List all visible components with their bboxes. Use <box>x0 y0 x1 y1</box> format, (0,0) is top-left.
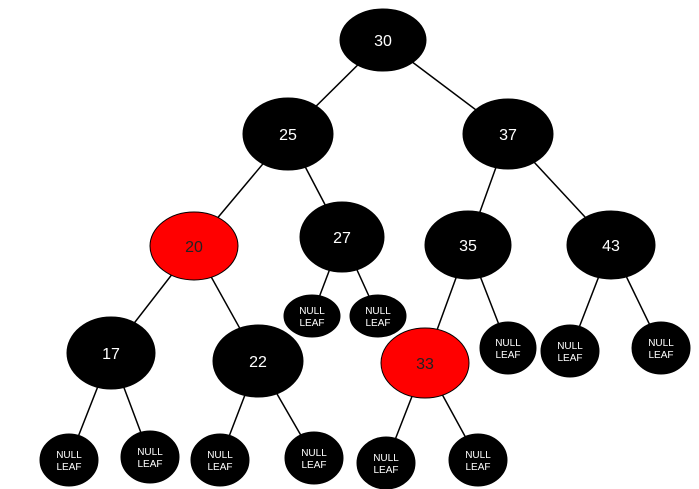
black-node-ellipse <box>566 210 656 280</box>
black-node-ellipse <box>424 210 512 280</box>
tree-node-33: 33 <box>380 327 470 399</box>
null-leaf-label: NULL <box>301 448 327 459</box>
black-node-ellipse <box>212 324 304 398</box>
tree-node-20: 20 <box>149 211 239 281</box>
null-leaf-label: NULL <box>648 338 674 349</box>
node-value-label: 27 <box>333 230 351 247</box>
red-node-ellipse <box>149 211 239 281</box>
tree-node-43: 43 <box>566 210 656 280</box>
node-value-label: 17 <box>102 346 120 363</box>
null-leaf-label: LEAF <box>465 462 490 473</box>
tree-node-37: 37 <box>462 98 554 170</box>
black-node-ellipse <box>540 324 600 378</box>
null-leaf-label: LEAF <box>207 462 232 473</box>
node-value-label: 37 <box>499 127 517 144</box>
tree-node-30: 30 <box>339 8 427 72</box>
node-value-label: 33 <box>416 356 434 373</box>
null-leaf-label: LEAF <box>373 465 398 476</box>
null-leaf-label: NULL <box>365 306 391 317</box>
node-value-label: 30 <box>374 33 392 50</box>
null-leaf-label: LEAF <box>299 318 324 329</box>
null-leaf-label: NULL <box>373 453 399 464</box>
null-leaf-label: LEAF <box>557 353 582 364</box>
null-leaf-label: NULL <box>207 450 233 461</box>
black-node-ellipse <box>284 431 344 485</box>
black-node-ellipse <box>299 201 385 273</box>
node-value-label: 35 <box>459 238 477 255</box>
tree-node-22: 22 <box>212 324 304 398</box>
null-leaf-label: LEAF <box>648 350 673 361</box>
null-leaf-label: LEAF <box>365 318 390 329</box>
null-leaf-label: LEAF <box>301 460 326 471</box>
null-leaf-label: NULL <box>137 447 163 458</box>
black-node-ellipse <box>349 294 407 338</box>
null-leaf-label: LEAF <box>137 459 162 470</box>
black-node-ellipse <box>356 436 416 489</box>
red-node-ellipse <box>380 327 470 399</box>
null-leaf-label: NULL <box>299 306 325 317</box>
node-value-label: 22 <box>249 354 267 371</box>
tree-node-35: 35 <box>424 210 512 280</box>
black-node-ellipse <box>479 321 537 375</box>
black-node-ellipse <box>242 97 334 171</box>
black-node-ellipse <box>339 8 427 72</box>
null-leaf-label: NULL <box>56 450 82 461</box>
black-node-ellipse <box>66 316 156 390</box>
node-value-label: 43 <box>602 238 620 255</box>
black-node-ellipse <box>39 433 99 487</box>
tree-node-17: 17 <box>66 316 156 390</box>
black-node-ellipse <box>190 433 250 487</box>
tree-node-27: 27 <box>299 201 385 273</box>
null-leaf-label: LEAF <box>495 350 520 361</box>
node-value-label: 20 <box>185 239 203 256</box>
black-node-ellipse <box>448 433 508 487</box>
null-leaf-label: NULL <box>557 341 583 352</box>
black-node-ellipse <box>462 98 554 170</box>
null-leaf-label: LEAF <box>56 462 81 473</box>
tree-node-25: 25 <box>242 97 334 171</box>
null-leaf-label: NULL <box>495 338 521 349</box>
null-leaf-label: NULL <box>465 450 491 461</box>
black-node-ellipse <box>283 294 341 338</box>
black-node-ellipse <box>120 430 180 484</box>
node-value-label: 25 <box>279 127 297 144</box>
black-node-ellipse <box>631 321 691 375</box>
